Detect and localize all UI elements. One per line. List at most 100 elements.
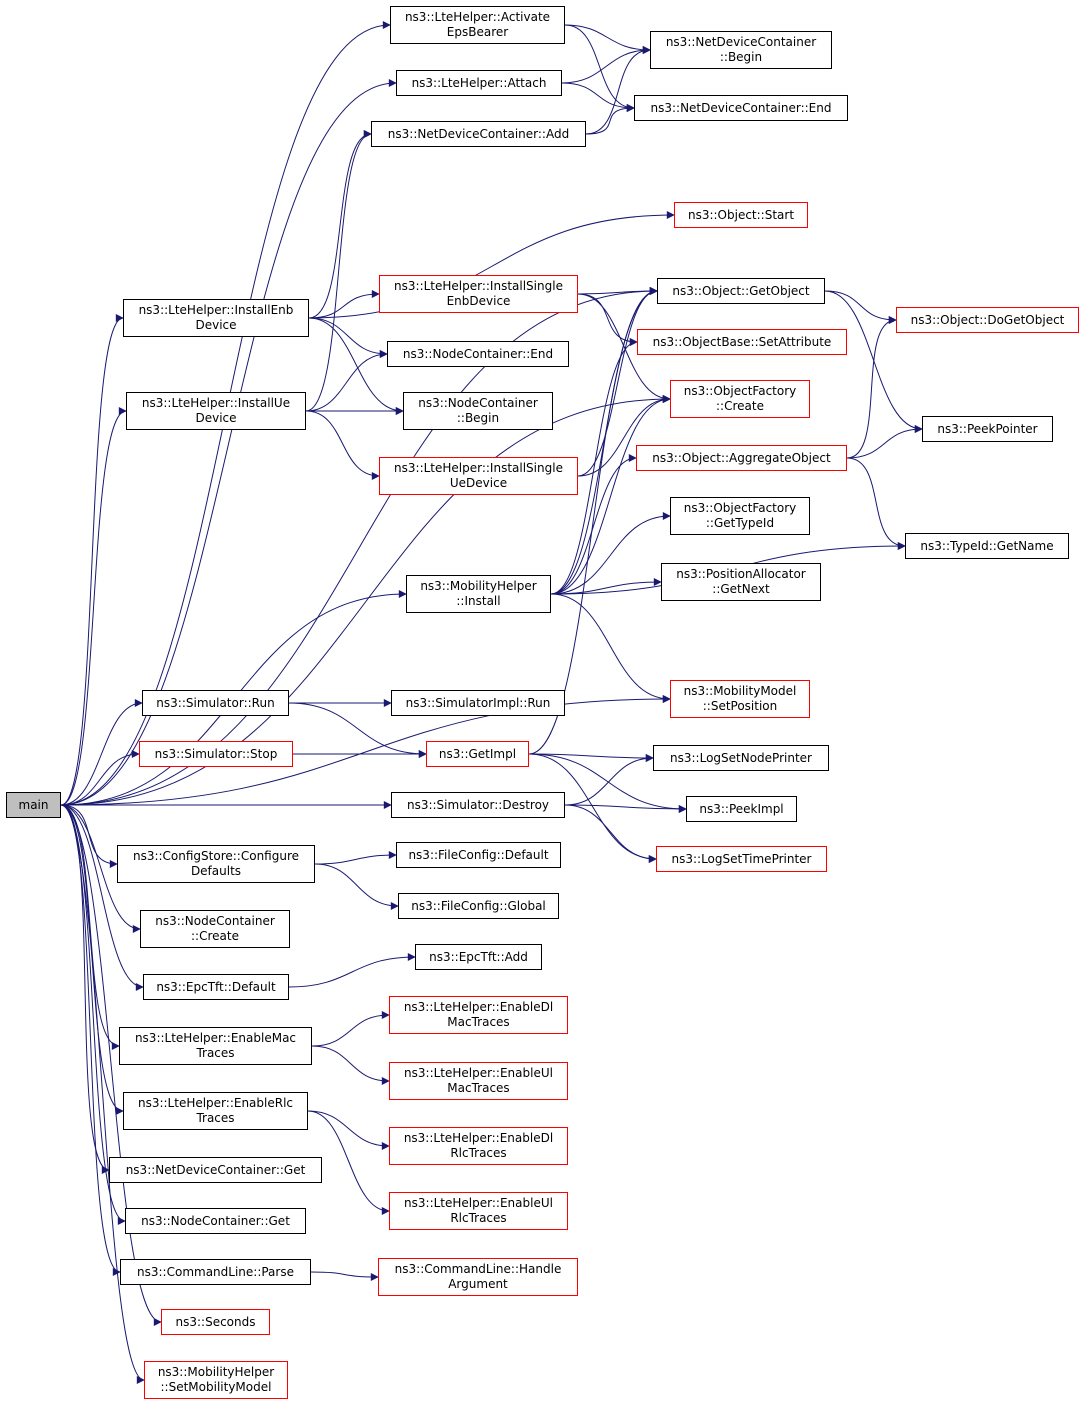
node-label-line: ns3::Simulator::Destroy <box>406 797 550 812</box>
node-object-do-get-object[interactable]: ns3::Object::DoGetObject <box>896 307 1079 333</box>
node-peek-pointer[interactable]: ns3::PeekPointer <box>922 416 1053 442</box>
node-seconds[interactable]: ns3::Seconds <box>161 1309 270 1335</box>
call-edge-mhInstall-ofCreate <box>550 395 671 595</box>
node-label-line: ns3::SimulatorImpl::Run <box>405 695 551 710</box>
call-edge-activate-ndcBegin <box>564 24 651 54</box>
node-label-line: ns3::MobilityModel <box>683 684 797 698</box>
node-log-set-node-printer[interactable]: ns3::LogSetNodePrinter <box>653 745 829 771</box>
node-label-line: ns3::NetDeviceContainer::Add <box>387 126 570 141</box>
node-net-device-container-end[interactable]: ns3::NetDeviceContainer::End <box>634 95 848 121</box>
node-label-line: ns3::MobilityHelper <box>420 579 537 593</box>
node-object-aggregate-object[interactable]: ns3::Object::AggregateObject <box>636 445 847 471</box>
call-edge-main-ncCreate <box>60 804 141 933</box>
node-mobility-helper-install[interactable]: ns3::MobilityHelper::Install <box>406 575 551 613</box>
node-object-factory-create[interactable]: ns3::ObjectFactory::Create <box>670 380 810 418</box>
node-label-line: RlcTraces <box>450 1211 507 1225</box>
node-mobility-model-set-position[interactable]: ns3::MobilityModel::SetPosition <box>670 680 810 718</box>
call-edge-getImpl-peekImpl <box>528 753 687 813</box>
node-position-allocator-get-next[interactable]: ns3::PositionAllocator::GetNext <box>661 563 821 601</box>
node-epc-tft-add[interactable]: ns3::EpcTft::Add <box>415 944 542 970</box>
node-label-line: ns3::LteHelper::InstallUe <box>141 396 291 410</box>
node-node-container-begin[interactable]: ns3::NodeContainer::Begin <box>403 392 553 430</box>
node-label-line: ::Create <box>716 399 764 413</box>
node-mobility-helper-set-mobility-model[interactable]: ns3::MobilityHelper::SetMobilityModel <box>144 1361 288 1399</box>
call-edge-enMac-enDlMac <box>311 1011 390 1047</box>
node-epc-tft-default[interactable]: ns3::EpcTft::Default <box>143 974 289 1000</box>
node-peek-impl[interactable]: ns3::PeekImpl <box>686 796 797 822</box>
node-lte-helper-attach[interactable]: ns3::LteHelper::Attach <box>396 70 562 96</box>
node-log-set-time-printer[interactable]: ns3::LogSetTimePrinter <box>656 846 827 872</box>
node-label-line: ns3::FileConfig::Global <box>411 898 546 913</box>
node-label-line: ns3::LteHelper::EnableDl <box>403 1131 554 1145</box>
node-get-impl[interactable]: ns3::GetImpl <box>426 741 529 767</box>
node-label-line: ns3::NodeContainer::Get <box>141 1213 290 1228</box>
node-label-line: ns3::LteHelper::InstallSingle <box>394 461 563 475</box>
node-label-line: ns3::Simulator::Stop <box>154 746 278 761</box>
node-simulator-run[interactable]: ns3::Simulator::Run <box>142 690 289 716</box>
node-label-line: ns3::LteHelper::EnableUl <box>404 1196 553 1210</box>
node-file-config-global[interactable]: ns3::FileConfig::Global <box>398 893 559 919</box>
node-command-line-parse[interactable]: ns3::CommandLine::Parse <box>120 1259 311 1285</box>
node-simulator-stop[interactable]: ns3::Simulator::Stop <box>139 741 293 767</box>
node-net-device-container-add[interactable]: ns3::NetDeviceContainer::Add <box>371 121 586 147</box>
node-object-base-set-attribute[interactable]: ns3::ObjectBase::SetAttribute <box>637 329 847 355</box>
call-edge-clParse-clHandle <box>310 1271 379 1281</box>
call-edge-simDestroy-logTime <box>564 804 657 863</box>
node-node-container-get[interactable]: ns3::NodeContainer::Get <box>125 1208 306 1234</box>
node-label-line: ns3::ConfigStore::Configure <box>132 849 300 863</box>
node-label-line: ns3::NetDeviceContainer::End <box>650 100 832 115</box>
call-edge-attach-ndcEnd <box>561 82 635 112</box>
call-edge-installSingleUe-getObject <box>577 287 658 477</box>
node-label-line: MacTraces <box>447 1081 510 1095</box>
node-net-device-container-get[interactable]: ns3::NetDeviceContainer::Get <box>109 1157 322 1183</box>
node-simulator-destroy[interactable]: ns3::Simulator::Destroy <box>391 792 565 818</box>
node-label-line: Defaults <box>190 864 242 878</box>
call-edge-aggregate-peekPointer <box>846 425 923 459</box>
node-node-container-end[interactable]: ns3::NodeContainer::End <box>387 341 569 367</box>
call-edge-installSingleEnb-getObject <box>577 287 658 296</box>
call-edge-main-installUe <box>60 407 127 806</box>
node-object-factory-get-type-id[interactable]: ns3::ObjectFactory::GetTypeId <box>670 497 810 535</box>
node-label-line: ::SetPosition <box>702 699 778 713</box>
call-edge-installUe-ndcAdd <box>305 130 372 412</box>
node-label-line: Argument <box>448 1277 508 1291</box>
call-edge-simDestroy-peekImpl <box>564 804 687 813</box>
call-edge-attach-ndcBegin <box>561 46 651 84</box>
node-label-line: ns3::Object::DoGetObject <box>910 312 1065 327</box>
node-label-line: ns3::NodeContainer <box>418 396 538 410</box>
call-edge-getObject-doGetObject <box>824 290 897 324</box>
node-net-device-container-begin[interactable]: ns3::NetDeviceContainer::Begin <box>650 31 832 69</box>
call-edge-installEnb-ncEnd <box>308 317 388 358</box>
node-node-container-create[interactable]: ns3::NodeContainer::Create <box>140 910 290 948</box>
node-type-id-get-name[interactable]: ns3::TypeId::GetName <box>905 533 1069 559</box>
node-simulator-impl-run[interactable]: ns3::SimulatorImpl::Run <box>391 690 565 716</box>
call-edge-main-installEnb <box>60 314 124 806</box>
node-file-config-default[interactable]: ns3::FileConfig::Default <box>396 842 561 868</box>
node-label-line: ns3::LteHelper::InstallSingle <box>394 279 563 293</box>
call-edge-main-seconds <box>60 804 162 1326</box>
node-object-start[interactable]: ns3::Object::Start <box>674 202 808 228</box>
call-edge-getImpl-getObject <box>528 287 658 755</box>
node-object-get-object[interactable]: ns3::Object::GetObject <box>657 278 825 304</box>
node-label-line: ns3::CommandLine::Parse <box>137 1264 294 1279</box>
call-edge-installEnb-installSingleEnb <box>308 290 380 319</box>
call-edge-enRlc-enUlRlc <box>307 1110 390 1215</box>
call-edge-installUe-installSingleUe <box>305 410 380 480</box>
node-label-line: ns3::GetImpl <box>438 746 517 761</box>
call-edge-main-mhSetMM <box>60 804 145 1384</box>
node-label-line: ns3::LteHelper::EnableRlc <box>137 1096 294 1110</box>
node-label-line: ns3::ObjectFactory <box>683 384 797 398</box>
